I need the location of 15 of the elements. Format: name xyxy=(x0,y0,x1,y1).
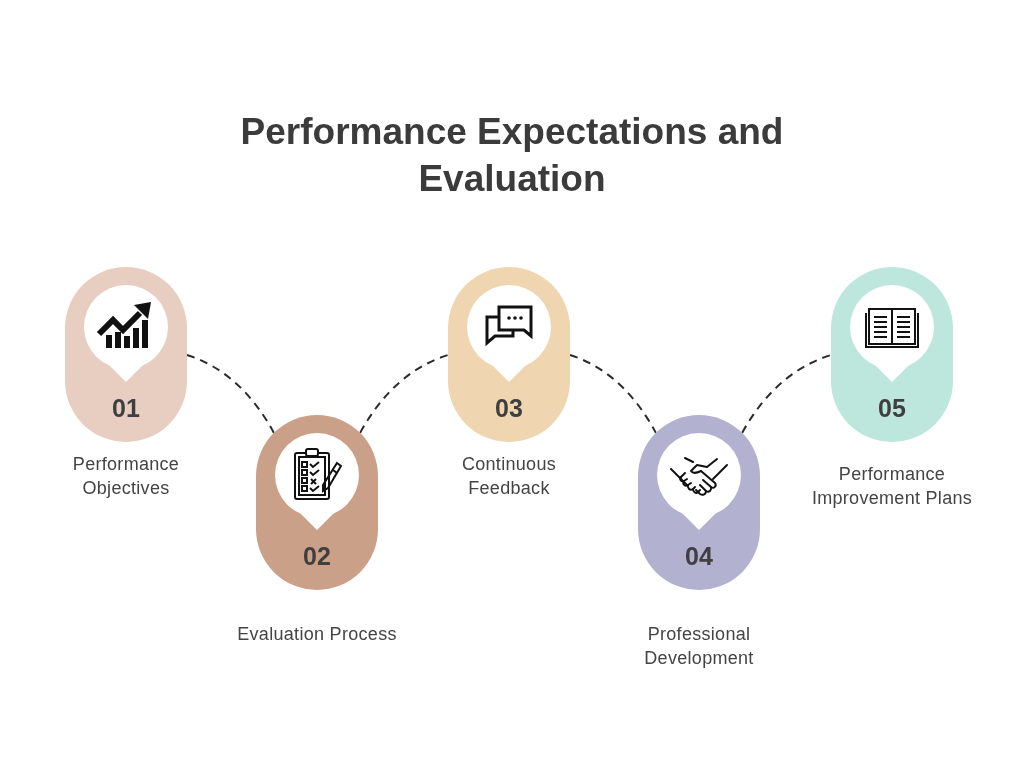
step-label: Professional Development xyxy=(643,623,755,670)
step-number: 03 xyxy=(494,393,524,423)
step-number: 02 xyxy=(302,541,332,571)
step-label: Performance Objectives xyxy=(71,453,181,500)
dashed-connector xyxy=(359,354,449,434)
step-label: Performance Improvement Plans xyxy=(810,463,974,510)
dashed-connector xyxy=(741,354,832,434)
step-number: 04 xyxy=(684,541,714,571)
dashed-connector xyxy=(186,354,275,434)
step-number: 01 xyxy=(111,393,141,423)
step-label: Continuous Feedback xyxy=(460,453,558,500)
step-label: Evaluation Process xyxy=(236,623,398,646)
dashed-connector xyxy=(569,354,657,434)
title: Performance Expectations and Evaluation xyxy=(239,110,785,201)
step-number: 05 xyxy=(877,393,907,423)
